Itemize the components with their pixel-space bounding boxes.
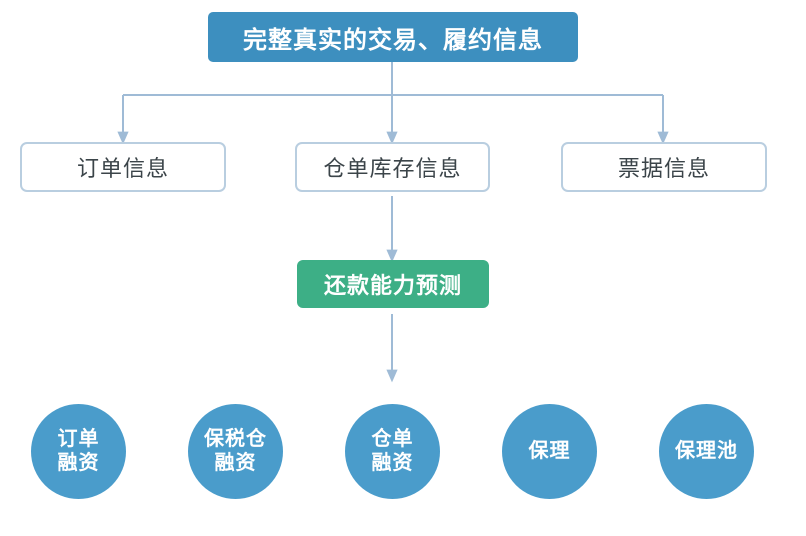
- title-banner: 完整真实的交易、履约信息: [208, 12, 578, 62]
- product-circle-warehouse-receipt-financing[interactable]: 仓单 融资: [345, 404, 440, 499]
- product-circle-bonded-warehouse-financing[interactable]: 保税仓 融资: [188, 404, 283, 499]
- info-box-bill[interactable]: 票据信息: [561, 142, 767, 192]
- product-circle-factoring-line1: 保理: [528, 439, 571, 462]
- product-circle-bonded-warehouse-financing-line2: 融资: [214, 451, 257, 474]
- product-circle-factoring[interactable]: 保理: [502, 404, 597, 499]
- product-circle-order-financing-line2: 融资: [57, 451, 100, 474]
- product-circle-factoring-pool-line1: 保理池: [675, 439, 738, 462]
- product-circle-factoring-pool[interactable]: 保理池: [659, 404, 754, 499]
- info-box-order[interactable]: 订单信息: [20, 142, 226, 192]
- product-circle-warehouse-receipt-financing-line1: 仓单: [371, 427, 414, 450]
- product-circle-bonded-warehouse-financing-line1: 保税仓: [204, 427, 267, 450]
- product-circle-order-financing[interactable]: 订单 融资: [31, 404, 126, 499]
- predictor-box[interactable]: 还款能力预测: [297, 260, 489, 308]
- predictor-box-label: 还款能力预测: [323, 273, 462, 298]
- info-box-warehouse-inventory[interactable]: 仓单库存信息: [295, 142, 490, 192]
- info-box-warehouse-inventory-label: 仓单库存信息: [323, 156, 462, 181]
- info-box-bill-label: 票据信息: [617, 156, 710, 181]
- product-circle-order-financing-line1: 订单: [57, 427, 100, 450]
- info-box-order-label: 订单信息: [76, 156, 169, 181]
- product-circle-warehouse-receipt-financing-line2: 融资: [371, 451, 414, 474]
- title-banner-label: 完整真实的交易、履约信息: [243, 26, 543, 54]
